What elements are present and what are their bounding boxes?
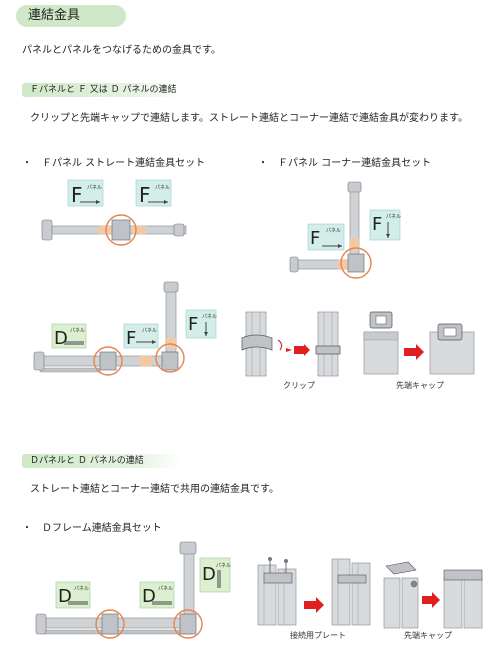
end-cap-diagram bbox=[363, 311, 475, 375]
caption-end-cap: 先端キャップ bbox=[396, 381, 444, 390]
section1-heading: Ｆパネルと Ｆ 又は Ｄ パネルの連結 bbox=[22, 83, 182, 97]
svg-text:F: F bbox=[139, 183, 151, 207]
label-f-vertical: F パネル bbox=[369, 209, 401, 241]
svg-text:パネル: パネル bbox=[326, 228, 341, 234]
caption-d-end-cap: 先端キャップ bbox=[404, 631, 452, 640]
label-f-upright: F パネル bbox=[185, 309, 217, 339]
label-f-left: F パネル bbox=[67, 179, 104, 207]
bullet-d-frame: ・ Ｄフレーム連結金具セット bbox=[22, 523, 162, 534]
svg-text:パネル: パネル bbox=[158, 586, 173, 592]
label-f-horizontal: F パネル bbox=[307, 223, 345, 251]
caption-connection-plate: 接続用プレート bbox=[290, 631, 346, 640]
section2-desc: ストレート連結とコーナー連結で共用の連結金具です。 bbox=[30, 484, 279, 495]
f-d-combo-diagram: D パネル F パネル F パネル bbox=[33, 281, 217, 376]
d-end-cap-diagram bbox=[383, 561, 483, 629]
svg-text:パネル: パネル bbox=[142, 328, 157, 334]
svg-text:F: F bbox=[71, 183, 83, 207]
svg-text:D: D bbox=[54, 328, 68, 349]
svg-text:パネル: パネル bbox=[155, 185, 170, 191]
f-corner-diagram: F パネル F パネル bbox=[289, 181, 401, 279]
label-d-middle: D パネル bbox=[139, 581, 175, 609]
caption-clip: クリップ bbox=[283, 381, 315, 390]
f-straight-diagram: F パネル F パネル bbox=[41, 179, 187, 246]
svg-text:パネル: パネル bbox=[202, 314, 217, 320]
svg-text:D: D bbox=[202, 564, 216, 585]
svg-text:F: F bbox=[372, 214, 382, 235]
label-d-upright: D パネル bbox=[199, 557, 231, 593]
connection-plate-diagram bbox=[257, 557, 371, 626]
svg-text:パネル: パネル bbox=[216, 563, 231, 569]
bullet-f-straight: ・ Ｆパネル ストレート連結金具セット bbox=[22, 158, 206, 169]
section2-heading: Ｄパネルと Ｄ パネルの連結 bbox=[22, 454, 182, 468]
svg-text:パネル: パネル bbox=[386, 214, 401, 220]
svg-text:パネル: パネル bbox=[87, 185, 102, 191]
intro-text: パネルとパネルをつなげるための金具です。 bbox=[22, 45, 221, 56]
label-d-left: D パネル bbox=[55, 581, 91, 609]
bullet-f-corner: ・ Ｆパネル コーナー連結金具セット bbox=[258, 158, 432, 169]
page-title: 連結金具 bbox=[16, 5, 126, 27]
svg-text:パネル: パネル bbox=[70, 328, 85, 334]
label-f-right: F パネル bbox=[135, 179, 172, 207]
clip-diagram bbox=[241, 311, 341, 377]
label-f-middle: F パネル bbox=[123, 323, 159, 349]
svg-text:F: F bbox=[188, 314, 198, 335]
label-d: D パネル bbox=[51, 323, 87, 349]
d-frame-diagram: D パネル D パネル D パネル bbox=[35, 541, 231, 639]
svg-text:F: F bbox=[126, 328, 136, 349]
section1-desc: クリップと先端キャップで連結します。ストレート連結とコーナー連結で連結金具が変わ… bbox=[30, 113, 468, 124]
svg-text:F: F bbox=[310, 228, 320, 249]
svg-text:パネル: パネル bbox=[74, 586, 89, 592]
